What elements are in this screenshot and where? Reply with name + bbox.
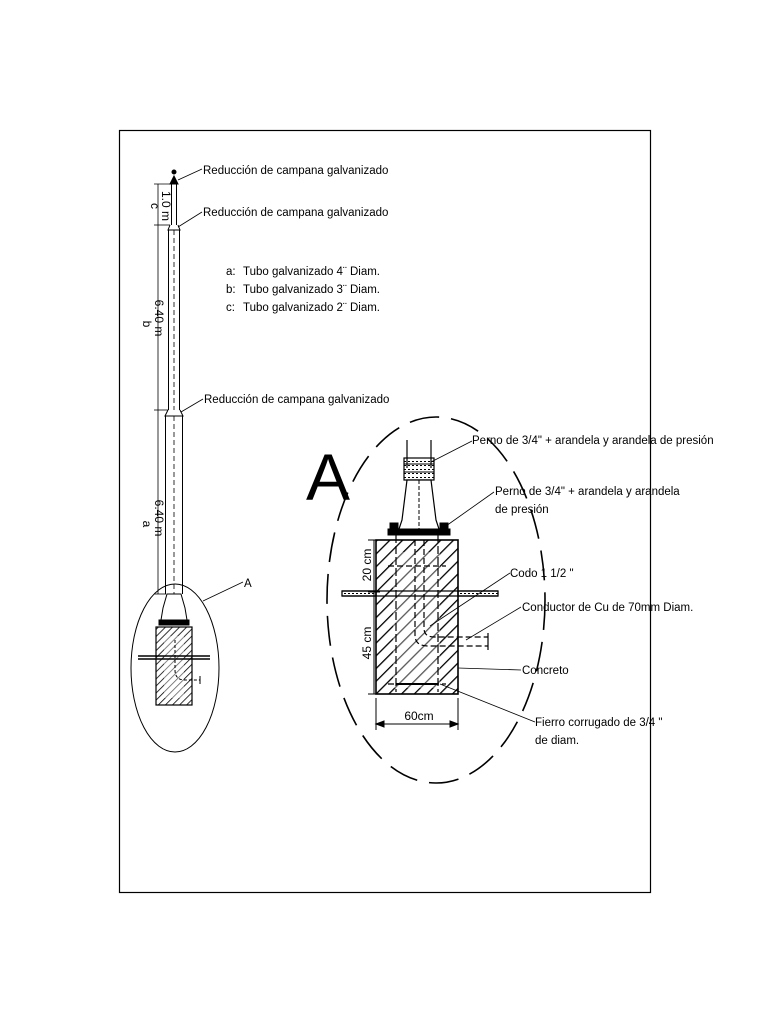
fierro-label-line1: Fierro corrugado de 3/4 " <box>535 717 662 729</box>
segment-c-label: c <box>148 203 162 209</box>
perno-label-1: Perno de 3/4" + arandela y arandela de p… <box>472 435 714 447</box>
foundation-small <box>130 583 220 753</box>
legend: a: Tubo galvanizado 4¨ Diam. b: Tubo gal… <box>226 266 380 314</box>
perno-label-2-line1: Perno de 3/4" + arandela y arandela <box>495 486 680 498</box>
detail-dimensions <box>368 539 460 730</box>
segment-b-length: 6.40 m <box>152 300 166 337</box>
detail-circle <box>326 416 546 784</box>
reduccion-low-label: Reducción de campana galvanizado <box>204 394 389 406</box>
legend-key-c: c: <box>226 302 235 314</box>
reduccion-mid-label: Reducción de campana galvanizado <box>203 207 388 219</box>
segment-c-length: 1.0 m <box>159 191 173 221</box>
detail-ground-line <box>341 590 499 597</box>
detail-leaders <box>429 440 536 723</box>
dim-20cm: 20 cm <box>360 549 374 582</box>
drawing-frame <box>118 129 652 894</box>
legend-key-a: a: <box>226 266 236 278</box>
detail-letter: A <box>306 440 350 514</box>
segment-a-length: 6.40 m <box>152 500 166 537</box>
pole <box>164 169 184 594</box>
fierro-label-line2: de diam. <box>535 735 579 747</box>
dim-60cm: 60cm <box>404 709 433 723</box>
detail-conduit <box>414 540 489 650</box>
reduccion-top-label: Reducción de campana galvanizado <box>203 165 388 177</box>
legend-key-b: b: <box>226 284 236 296</box>
detail-concrete-block <box>375 539 459 695</box>
perno-label-2-line2: de presión <box>495 504 549 516</box>
detail-ref-label: A <box>244 578 252 590</box>
legend-text-a: Tubo galvanizado 4¨ Diam. <box>243 266 380 278</box>
segment-b-label: b <box>140 321 154 328</box>
codo-label: Codo 1 1/2 " <box>510 568 574 580</box>
reduction-leaders <box>177 168 204 413</box>
legend-text-c: Tubo galvanizado 2¨ Diam. <box>243 302 380 314</box>
conductor-label: Conductor de Cu de 70mm Diam. <box>522 602 693 614</box>
dim-45cm: 45 cm <box>360 627 374 660</box>
segment-a-label: a <box>140 521 154 528</box>
pole-dimension-line <box>154 183 174 595</box>
detail-ref-leader <box>202 581 244 602</box>
concreto-label: Concreto <box>522 665 569 677</box>
detail-pole-base <box>387 440 451 536</box>
rebar-cage <box>388 535 446 692</box>
legend-text-b: Tubo galvanizado 3¨ Diam. <box>243 284 380 296</box>
